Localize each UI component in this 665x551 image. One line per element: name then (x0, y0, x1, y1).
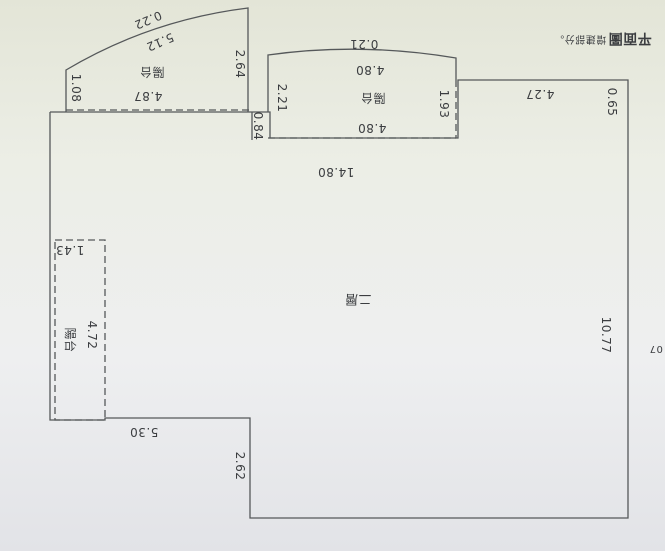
dim-top-middle-width-bottom: 4.80 (357, 121, 387, 135)
dim-top-middle-right-side: 1.93 (437, 89, 451, 119)
top-middle-addition-outline (267, 48, 457, 112)
margin-note: 07 (649, 343, 663, 354)
main-outline (49, 79, 629, 519)
dim-right-top-small: 0.65 (605, 87, 619, 117)
plan-title: 平面圖 (608, 30, 652, 46)
dim-top-left-right-side: 2.64 (233, 49, 247, 79)
dim-top-right-segment: 4.27 (525, 87, 555, 101)
room-label-main: 二層 (344, 291, 372, 306)
top-left-addition-outline (65, 7, 249, 112)
dim-top-middle-width-top: 4.80 (355, 63, 385, 77)
left-balcony-outline (54, 239, 106, 421)
dim-left-balcony-width: 1.43 (55, 243, 85, 257)
dim-left-balcony-length: 4.72 (85, 320, 99, 350)
dim-top-total: 14.80 (317, 165, 355, 179)
room-label-left-balcony: 陽台 (63, 327, 77, 353)
room-label-top-middle: 陽台 (360, 91, 386, 105)
dim-bottom-step: 5.30 (129, 425, 159, 439)
dim-bottom-vertical: 2.62 (233, 451, 247, 481)
dim-gap-height: 0.84 (251, 111, 265, 141)
dim-top-left-left-side: 1.08 (69, 73, 83, 103)
dim-top-middle-arc-small: 0.21 (349, 37, 379, 51)
addition-note: 增建部分。 (553, 33, 607, 44)
room-label-top-left: 陽台 (139, 65, 165, 79)
dim-top-middle-left-side: 2.21 (275, 83, 289, 113)
dim-top-left-width: 4.87 (133, 89, 163, 103)
dim-right-side: 10.77 (599, 316, 613, 354)
